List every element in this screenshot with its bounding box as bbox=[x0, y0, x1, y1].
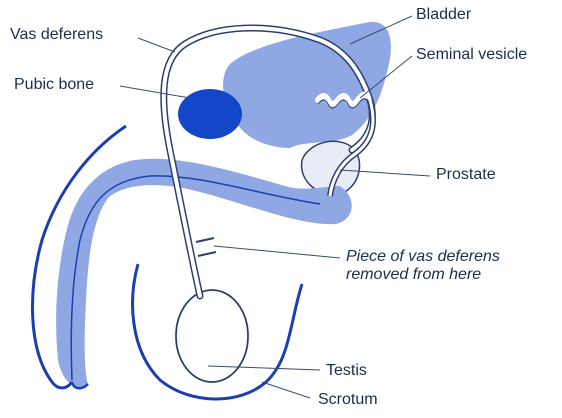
label-removal-line2: removed from here bbox=[346, 266, 481, 284]
leader-scrotum bbox=[262, 382, 310, 398]
leader-removal bbox=[214, 246, 340, 258]
label-bladder: Bladder bbox=[416, 6, 471, 24]
label-removal-line1: Piece of vas deferens bbox=[346, 248, 500, 266]
cut-mark-lower bbox=[198, 252, 216, 256]
label-prostate: Prostate bbox=[436, 166, 496, 184]
label-vas-deferens: Vas deferens bbox=[10, 26, 103, 44]
label-pubic-bone: Pubic bone bbox=[14, 76, 94, 94]
leader-pubic-bone bbox=[120, 86, 190, 98]
leader-vas-deferens bbox=[138, 38, 175, 52]
label-seminal-vesicle: Seminal vesicle bbox=[416, 46, 527, 64]
pubic-bone-shape bbox=[178, 89, 242, 139]
label-scrotum: Scrotum bbox=[318, 391, 378, 409]
cut-mark-upper bbox=[196, 238, 214, 242]
label-testis: Testis bbox=[326, 362, 367, 380]
testis-shape bbox=[176, 290, 248, 382]
